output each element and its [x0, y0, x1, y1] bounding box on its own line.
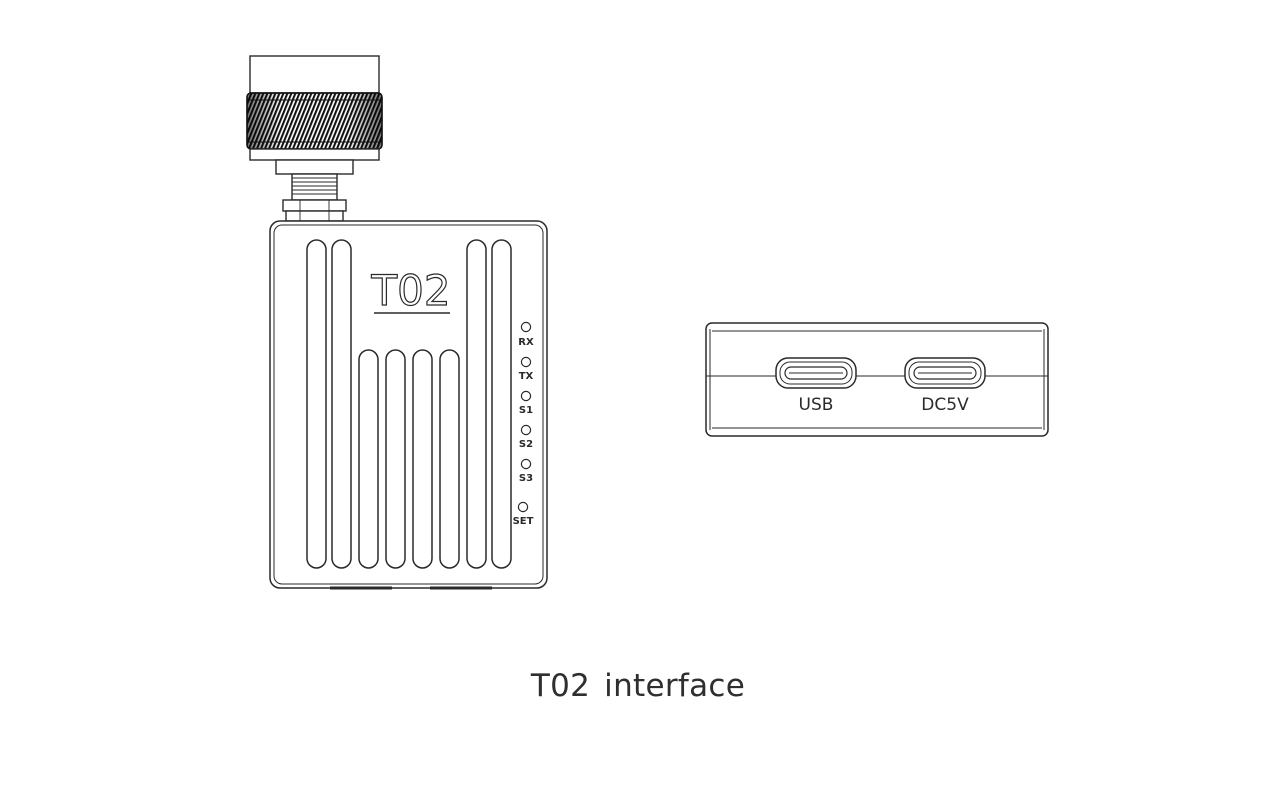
dc5v-port [904, 357, 986, 389]
antenna [246, 55, 383, 222]
rx-label: RX [518, 337, 534, 348]
vent-rib [491, 239, 512, 569]
figure-caption: T02 interface [0, 668, 1276, 704]
tx-led [520, 356, 532, 368]
caption-text: interface [604, 668, 746, 704]
sma-connector [282, 173, 347, 222]
set-label: SET [513, 516, 534, 527]
usb-port-label: USB [799, 395, 834, 415]
vent-rib [358, 349, 379, 569]
vent-rib [412, 349, 433, 569]
vent-rib [331, 239, 352, 569]
device-body [269, 220, 548, 589]
s2-led [520, 424, 532, 436]
tx-label: TX [519, 371, 534, 382]
vent-rib [466, 239, 487, 569]
device-side-view: USB DC5V [705, 322, 1049, 437]
s1-label: S1 [519, 405, 533, 416]
knurled-nut [246, 92, 383, 150]
usb-port [775, 357, 857, 389]
set-button [517, 501, 529, 513]
indicator-leds [517, 321, 532, 513]
vent-rib [385, 349, 406, 569]
caption-model: T02 [530, 668, 591, 704]
s3-led [520, 458, 532, 470]
antenna-cap [249, 55, 380, 95]
dc5v-port-label: DC5V [921, 395, 969, 415]
device-front-view: T02 RX TX S1 S2 S3 SET [269, 220, 548, 590]
s3-label: S3 [519, 473, 533, 484]
antenna-collar [249, 148, 380, 161]
side-body [705, 322, 1049, 437]
s1-led [520, 390, 532, 402]
vent-rib [306, 239, 327, 569]
model-label: T02 [370, 266, 450, 315]
rx-led [520, 321, 532, 333]
s2-label: S2 [519, 439, 533, 450]
vent-rib [439, 349, 460, 569]
